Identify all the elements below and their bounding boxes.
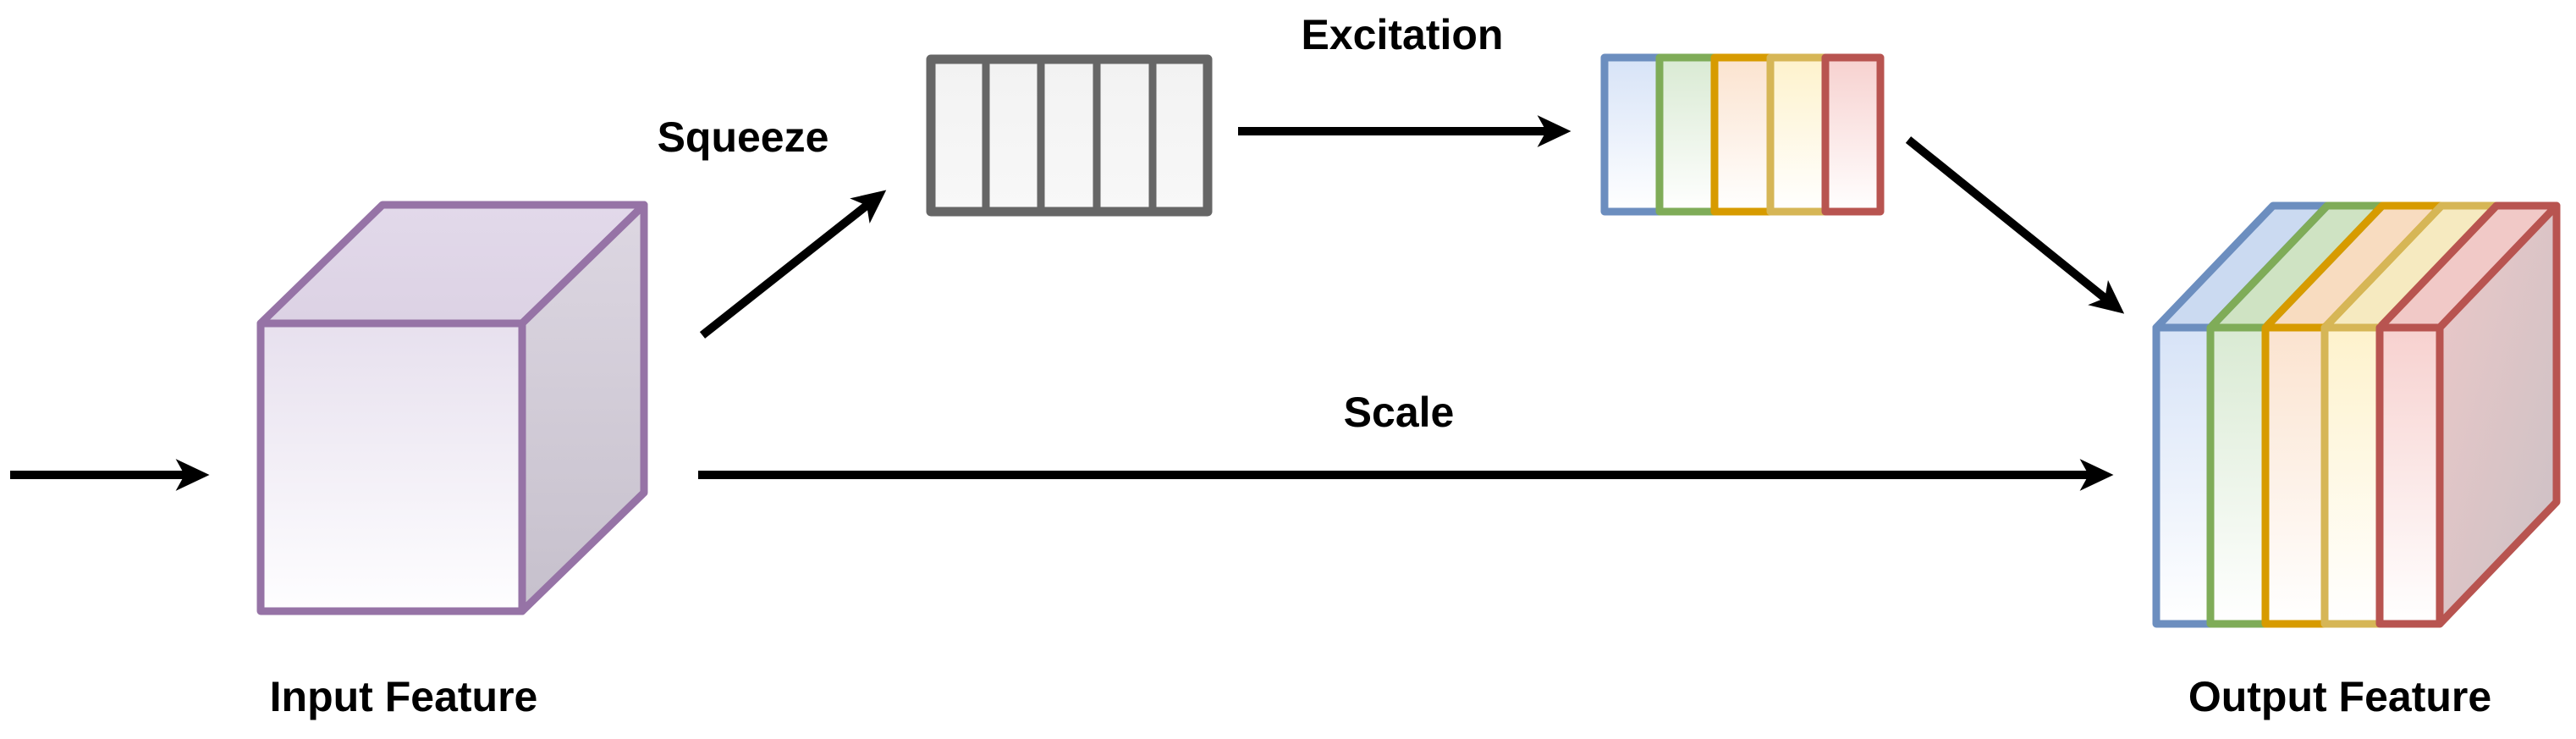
output-slab-top-red <box>2380 206 2557 328</box>
squeeze-label: Squeeze <box>658 113 829 161</box>
output-feature-block <box>2152 201 2561 628</box>
squeeze-vector-cell-4 <box>1093 55 1157 216</box>
excitation-vector <box>1600 53 1885 216</box>
input-feature-cube <box>256 201 648 615</box>
excitation-label: Excitation <box>1302 11 1504 58</box>
output-slab-front-yellow <box>2320 323 2384 628</box>
output-slab-front-red <box>2375 323 2444 628</box>
cube-front-face <box>256 319 526 615</box>
squeeze-arrow <box>699 190 887 339</box>
excitation-to-output-arrow <box>1905 136 2125 314</box>
squeeze-vector-cell-2 <box>982 55 1045 216</box>
excitation-cell-red <box>1821 53 1885 216</box>
squeeze-vector-cell-1 <box>927 55 990 216</box>
excitation-cell-yellow <box>1766 53 1830 216</box>
output-slab-top-green <box>2210 206 2382 328</box>
squeeze-vector-cell-5 <box>1148 55 1212 216</box>
squeeze-vector <box>926 54 1213 217</box>
output-slab-top-blue <box>2156 206 2327 328</box>
output-slab-front-blue <box>2152 323 2215 628</box>
input-feature-label: Input Feature <box>270 673 538 720</box>
excitation-cell-green <box>1655 53 1719 216</box>
squeeze-vector-outline <box>926 54 1213 217</box>
excitation-cell-orange <box>1710 53 1775 216</box>
excitation-cell-blue <box>1600 53 1664 216</box>
output-slab-front-orange <box>2261 323 2329 628</box>
output-slab-top-orange <box>2265 206 2441 328</box>
output-feature-label: Output Feature <box>2188 673 2491 720</box>
scale-label: Scale <box>1344 389 1455 436</box>
output-slab-front-green <box>2206 323 2270 628</box>
squeeze-vector-cell-3 <box>1037 55 1101 216</box>
output-slab-top-yellow <box>2325 206 2496 328</box>
